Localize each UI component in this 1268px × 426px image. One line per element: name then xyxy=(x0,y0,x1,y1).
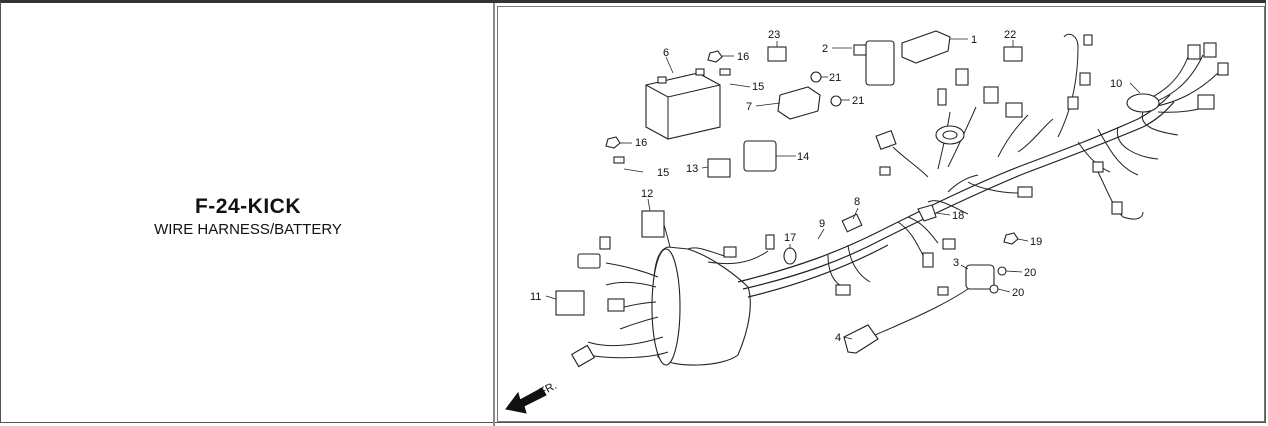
callout-21a: 21 xyxy=(829,72,841,84)
callout-12: 12 xyxy=(641,188,653,200)
callout-19: 19 xyxy=(1030,236,1042,248)
callout-3: 3 xyxy=(953,257,959,269)
callout-7: 7 xyxy=(746,101,752,113)
front-direction-label: FR. xyxy=(538,380,559,399)
parts-diagram: 1 2 3 4 6 7 8 9 10 11 12 13 14 15 15 16 … xyxy=(497,6,1265,422)
figure-title: WIRE HARNESS/BATTERY xyxy=(154,221,342,238)
title-block: F-24-KICK WIRE HARNESS/BATTERY xyxy=(1,195,495,238)
front-direction-indicator: FR. xyxy=(505,380,559,414)
callout-11: 11 xyxy=(530,291,541,303)
front-arrow-icon xyxy=(505,387,547,414)
callout-21b: 21 xyxy=(852,95,864,107)
callout-16a: 16 xyxy=(737,51,749,63)
callout-20a: 20 xyxy=(1024,267,1036,279)
title-panel: F-24-KICK WIRE HARNESS/BATTERY xyxy=(1,3,495,426)
callout-16b: 16 xyxy=(635,137,647,149)
callout-9: 9 xyxy=(819,218,825,230)
parts-diagram-svg: 1 2 3 4 6 7 8 9 10 11 12 13 14 15 15 16 … xyxy=(505,29,1229,414)
small-parts xyxy=(555,30,1023,354)
callout-17: 17 xyxy=(784,232,796,244)
callout-22: 22 xyxy=(1004,29,1016,41)
callout-14: 14 xyxy=(797,151,809,163)
harness-connectors xyxy=(570,34,1229,368)
callout-1: 1 xyxy=(971,34,977,46)
callout-10: 10 xyxy=(1110,78,1122,90)
battery xyxy=(645,68,721,140)
callout-15a: 15 xyxy=(752,81,764,93)
leader-lines xyxy=(545,38,1141,340)
wire-harness xyxy=(587,33,1219,366)
callout-4: 4 xyxy=(835,332,841,344)
callout-23: 23 xyxy=(768,29,780,41)
callout-18: 18 xyxy=(952,210,964,222)
callout-15b: 15 xyxy=(657,167,669,179)
callout-20b: 20 xyxy=(1012,287,1024,299)
callout-8: 8 xyxy=(854,196,860,208)
callout-6: 6 xyxy=(663,47,669,59)
callout-2: 2 xyxy=(822,43,828,55)
callout-13: 13 xyxy=(686,163,698,175)
figure-code: F-24-KICK xyxy=(194,195,301,218)
callout-labels: 1 2 3 4 6 7 8 9 10 11 12 13 14 15 15 16 … xyxy=(530,29,1122,344)
